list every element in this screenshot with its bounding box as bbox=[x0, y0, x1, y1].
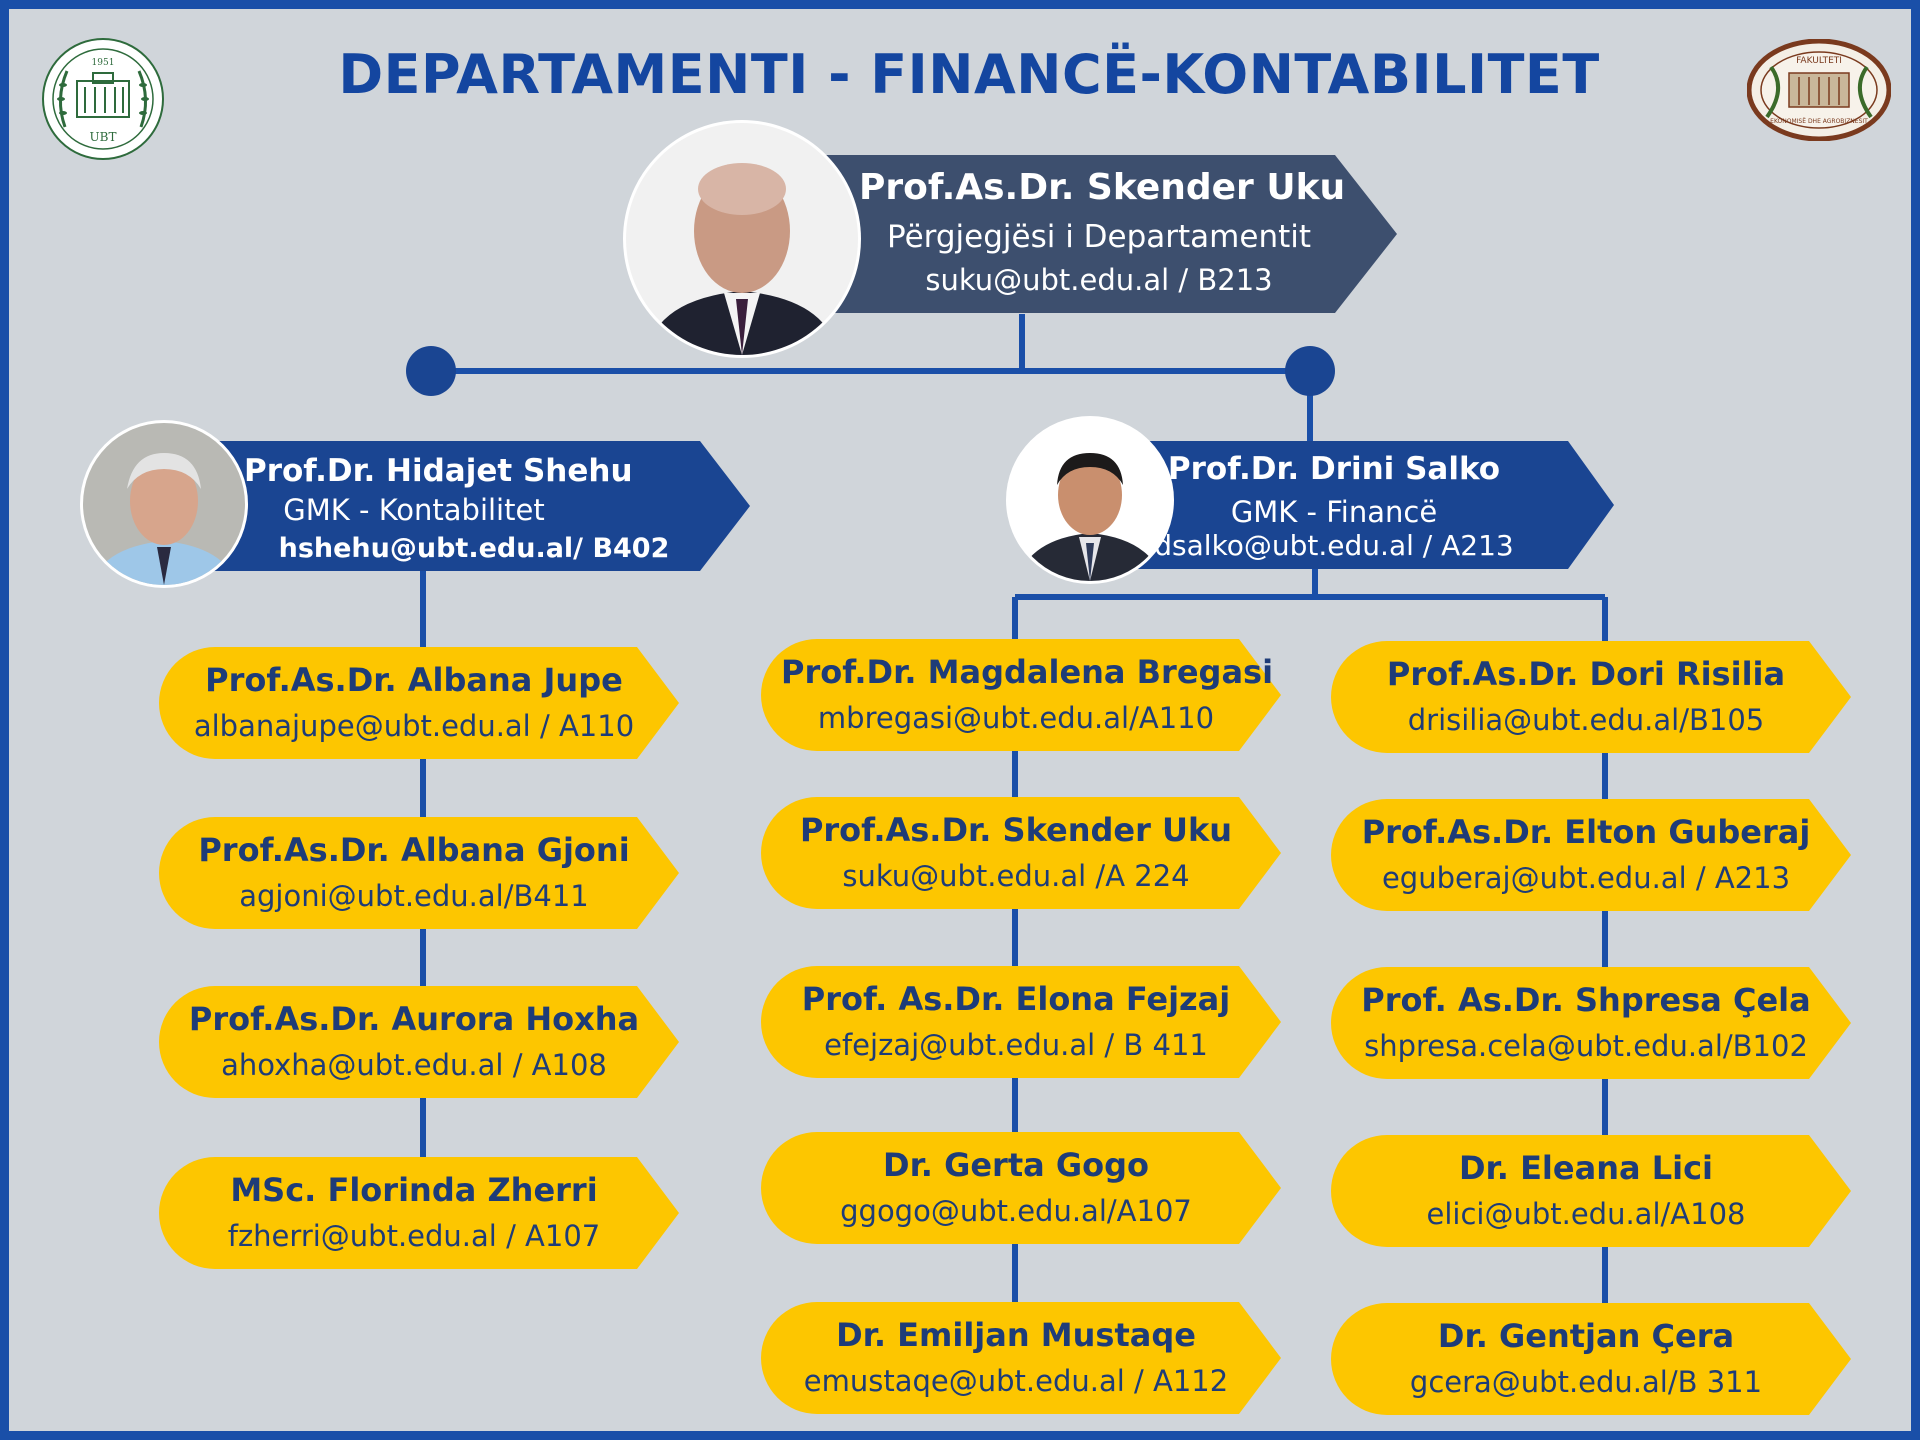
member-name: MSc. Florinda Zherri bbox=[230, 1171, 598, 1209]
member-email: gcera@ubt.edu.al/B 311 bbox=[1409, 1365, 1763, 1399]
head-role: Përgjegjësi i Departamentit bbox=[886, 219, 1312, 255]
member-card-msc-florinda-zherri: MSc. Florinda Zherri fzherri@ubt.edu.al /… bbox=[159, 1157, 679, 1269]
member-name: Dr. Eleana Lici bbox=[1458, 1149, 1713, 1187]
member-card-shape bbox=[159, 647, 679, 759]
member-card-prof-as-dr-skender-uku: Prof.As.Dr. Skender Uku suku@ubt.edu.al /… bbox=[761, 797, 1281, 909]
member-email: ahoxha@ubt.edu.al / A108 bbox=[221, 1048, 607, 1082]
member-card-dr-eleana-lici: Dr. Eleana Lici elici@ubt.edu.al/A108 bbox=[1331, 1135, 1851, 1247]
member-card-prof-as-dr-dori-risilia: Prof.As.Dr. Dori Risilia drisilia@ubt.edu… bbox=[1331, 641, 1851, 753]
member-card-prof-as-dr-elton-guberaj: Prof.As.Dr. Elton Guberaj eguberaj@ubt.ed… bbox=[1331, 799, 1851, 911]
member-card-shape bbox=[761, 797, 1281, 909]
member-card-shape bbox=[159, 986, 679, 1098]
member-name: Prof. As.Dr. Elona Fejzaj bbox=[801, 980, 1231, 1018]
member-email: eguberaj@ubt.edu.al / A213 bbox=[1381, 861, 1791, 895]
member-name: Dr. Gentjan Çera bbox=[1437, 1317, 1735, 1355]
member-card-shape bbox=[761, 1302, 1281, 1414]
branch-right-role: GMK - Financë bbox=[1230, 495, 1438, 529]
member-card-prof-dr-magdalena-bregasi: Prof.Dr. Magdalena Bregasi mbregasi@ubt.e… bbox=[761, 639, 1281, 751]
member-card-shape bbox=[159, 817, 679, 929]
member-card-shape bbox=[1331, 1135, 1851, 1247]
faculty-emblem-logo: FAKULTETI EKONOMISË DHE AGROBIZNESIT bbox=[1746, 38, 1892, 142]
member-name: Prof.As.Dr. Albana Jupe bbox=[205, 661, 623, 699]
member-card-dr-emiljan-mustaqe: Dr. Emiljan Mustaqe emustaqe@ubt.edu.al /… bbox=[761, 1302, 1281, 1414]
member-email: drisilia@ubt.edu.al/B105 bbox=[1407, 703, 1765, 737]
logo-faculty-bottom: EKONOMISË DHE AGROBIZNESIT bbox=[1770, 118, 1868, 125]
member-card-shape bbox=[1331, 967, 1851, 1079]
member-card-shape bbox=[1331, 641, 1851, 753]
page-title: DEPARTAMENTI - FINANCË-KONTABILITET bbox=[338, 43, 1600, 106]
member-name: Prof.As.Dr. Albana Gjoni bbox=[198, 831, 630, 869]
member-name: Prof.As.Dr. Skender Uku bbox=[799, 811, 1233, 849]
junction-dot-right bbox=[1285, 346, 1335, 396]
gmk-kontabilitet-shape bbox=[194, 441, 750, 571]
member-name: Dr. Emiljan Mustaqe bbox=[836, 1316, 1196, 1354]
member-card-prof-as-dr-albana-jupe: Prof.As.Dr. Albana Jupe albanajupe@ubt.ed… bbox=[159, 647, 679, 759]
member-name: Prof.Dr. Magdalena Bregasi bbox=[781, 653, 1274, 691]
member-card-shape bbox=[761, 639, 1281, 751]
member-email: mbregasi@ubt.edu.al/A110 bbox=[817, 701, 1215, 735]
logo-faculty-top: FAKULTETI bbox=[1796, 56, 1842, 66]
member-email: agjoni@ubt.edu.al/B411 bbox=[239, 879, 589, 913]
member-name: Prof.As.Dr. Elton Guberaj bbox=[1361, 813, 1811, 851]
member-card-shape bbox=[761, 966, 1281, 1078]
member-email: emustaqe@ubt.edu.al / A112 bbox=[803, 1364, 1229, 1398]
member-card-shape bbox=[1331, 1303, 1851, 1415]
member-name: Prof.As.Dr. Dori Risilia bbox=[1386, 655, 1786, 693]
gmk-finance-box: Prof.Dr. Drini Salko GMK - Financë dsalk… bbox=[1099, 441, 1614, 569]
gmk-finance-shape bbox=[1099, 441, 1614, 569]
branch-right-email: dsalko@ubt.edu.al / A213 bbox=[1154, 529, 1514, 562]
member-email: suku@ubt.edu.al /A 224 bbox=[842, 859, 1190, 893]
member-card-shape bbox=[761, 1132, 1281, 1244]
member-email: fzherri@ubt.edu.al / A107 bbox=[227, 1219, 601, 1253]
head-box-shape bbox=[809, 155, 1397, 313]
branch-right-name: Prof.Dr. Drini Salko bbox=[1167, 451, 1501, 487]
head-email: suku@ubt.edu.al / B213 bbox=[925, 263, 1273, 297]
branch-left-role: GMK - Kontabilitet bbox=[283, 493, 545, 527]
head-name: Prof.As.Dr. Skender Uku bbox=[859, 167, 1346, 208]
ubt-seal-logo: 1951 UBT bbox=[41, 37, 165, 161]
logo-year: 1951 bbox=[92, 58, 115, 68]
member-card-prof-as-dr-aurora-hoxha: Prof.As.Dr. Aurora Hoxha ahoxha@ubt.edu.a… bbox=[159, 986, 679, 1098]
member-email: efejzaj@ubt.edu.al / B 411 bbox=[824, 1028, 1208, 1062]
member-name: Prof. As.Dr. Shpresa Çela bbox=[1361, 981, 1811, 1019]
member-card-dr-gentjan-cera: Dr. Gentjan Çera gcera@ubt.edu.al/B 311 bbox=[1331, 1303, 1851, 1415]
junction-dot-left bbox=[406, 346, 456, 396]
gmk-kontabilitet-box: Prof.Dr. Hidajet Shehu GMK - Kontabilite… bbox=[194, 441, 750, 571]
member-email: albanajupe@ubt.edu.al / A110 bbox=[193, 709, 635, 743]
member-card-shape bbox=[1331, 799, 1851, 911]
logo-ubt-text: UBT bbox=[90, 130, 117, 144]
member-card-prof-as-dr-albana-gjoni: Prof.As.Dr. Albana Gjoni agjoni@ubt.edu.a… bbox=[159, 817, 679, 929]
member-email: elici@ubt.edu.al/A108 bbox=[1426, 1197, 1746, 1231]
member-card-dr-gerta-gogo: Dr. Gerta Gogo ggogo@ubt.edu.al/A107 bbox=[761, 1132, 1281, 1244]
member-email: ggogo@ubt.edu.al/A107 bbox=[840, 1194, 1192, 1228]
member-card-prof-as-dr-shpresa-cela: Prof. As.Dr. Shpresa Çela shpresa.cela@ub… bbox=[1331, 967, 1851, 1079]
member-name: Prof.As.Dr. Aurora Hoxha bbox=[188, 1000, 640, 1038]
hidajet-shehu-portrait-photo bbox=[83, 423, 245, 585]
drini-salko-portrait-photo bbox=[1009, 419, 1171, 581]
member-card-prof-as-dr-elona-fejzaj: Prof. As.Dr. Elona Fejzaj efejzaj@ubt.edu… bbox=[761, 966, 1281, 1078]
head-portrait-photo bbox=[626, 123, 858, 355]
member-email: shpresa.cela@ubt.edu.al/B102 bbox=[1364, 1029, 1808, 1063]
member-card-shape bbox=[159, 1157, 679, 1269]
branch-left-name: Prof.Dr. Hidajet Shehu bbox=[244, 453, 633, 489]
member-name: Dr. Gerta Gogo bbox=[883, 1146, 1149, 1184]
branch-left-email: hshehu@ubt.edu.al/ B402 bbox=[278, 533, 670, 564]
head-of-department-box: Prof.As.Dr. Skender Uku Përgjegjësi i De… bbox=[809, 155, 1397, 313]
